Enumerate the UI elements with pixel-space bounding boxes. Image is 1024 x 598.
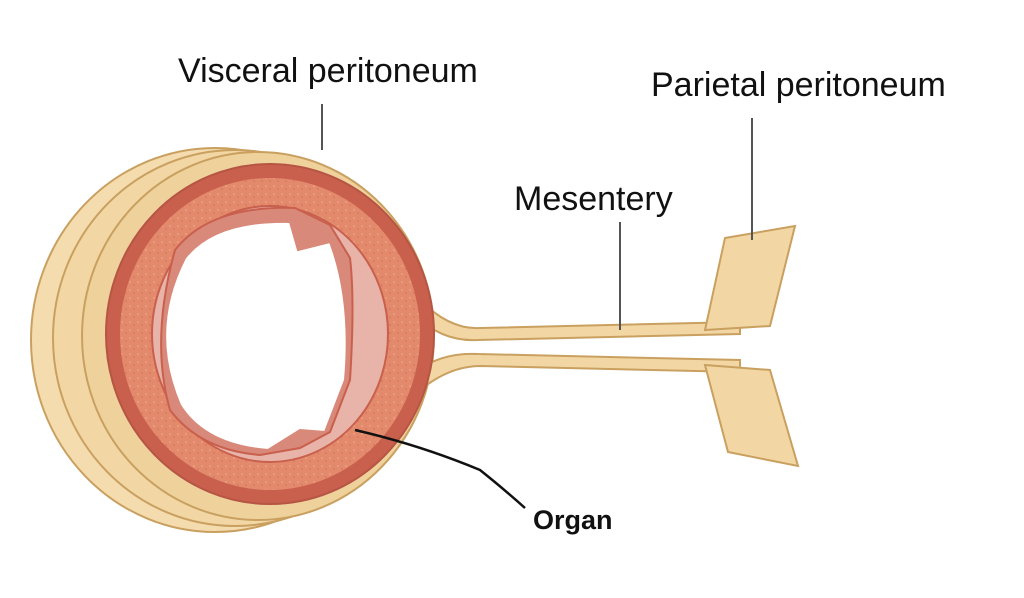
parietal-sheets [703, 224, 800, 468]
leader-lines [321, 104, 753, 509]
label-parietal-peritoneum: Parietal peritoneum [651, 66, 946, 104]
organ-wall [105, 163, 435, 505]
label-organ: Organ [533, 505, 613, 535]
label-visceral-peritoneum: Visceral peritoneum [178, 52, 478, 90]
label-mesentery: Mesentery [514, 180, 673, 218]
mesentery-layers [413, 298, 741, 392]
leader-organ [354, 428, 526, 509]
lumen [164, 220, 348, 452]
